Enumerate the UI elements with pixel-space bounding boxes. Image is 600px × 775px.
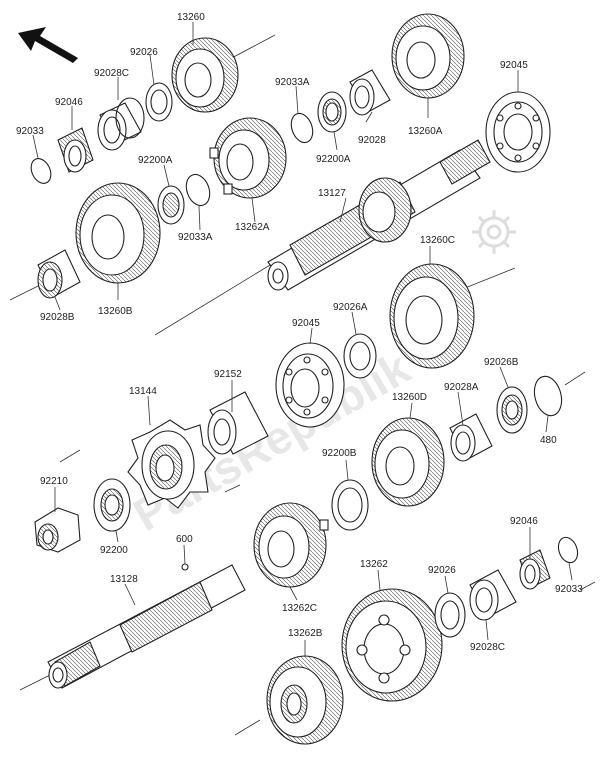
part-600-ball[interactable]	[181, 563, 189, 571]
label-92028C-2[interactable]: 92028C	[470, 642, 505, 653]
part-13144-sprocket[interactable]	[127, 419, 216, 509]
part-92028C-bushing[interactable]	[97, 97, 145, 151]
part-13262B-gear[interactable]	[266, 655, 344, 745]
label-600[interactable]: 600	[176, 534, 193, 545]
label-92026B[interactable]: 92026B	[484, 357, 519, 368]
part-13260-gear[interactable]	[171, 37, 239, 113]
label-92200A[interactable]: 92200A	[316, 154, 351, 165]
leader-lines	[32, 22, 573, 656]
label-92200B[interactable]: 92200B	[322, 448, 357, 459]
label-13262[interactable]: 13262	[360, 559, 388, 570]
label-13262C[interactable]: 13262C	[282, 603, 317, 614]
label-92046-2[interactable]: 92046	[510, 516, 538, 527]
label-92152[interactable]: 92152	[214, 369, 242, 380]
part-13260C-gear[interactable]	[389, 263, 475, 369]
label-13144[interactable]: 13144	[129, 386, 157, 397]
label-480[interactable]: 480	[540, 435, 557, 446]
label-92200[interactable]: 92200	[100, 545, 128, 556]
part-92033A-circlip-2[interactable]	[182, 171, 214, 209]
label-92028A[interactable]: 92028A	[444, 382, 479, 393]
axis-lines	[9, 34, 596, 736]
part-92200A-washer[interactable]	[317, 91, 347, 133]
part-92200-washer[interactable]	[93, 478, 131, 532]
part-13260B-gear[interactable]	[75, 182, 161, 284]
label-13260D[interactable]: 13260D	[392, 392, 427, 403]
part-92045-ball-bearing-2[interactable]	[275, 342, 345, 428]
label-92033-2[interactable]: 92033	[555, 584, 583, 595]
label-92045[interactable]: 92045	[500, 60, 528, 71]
part-92028C-bushing-2[interactable]	[469, 569, 517, 621]
part-92028B-needle-bearing[interactable]	[37, 249, 81, 299]
label-13262A[interactable]: 13262A	[235, 222, 270, 233]
part-92026B-washer[interactable]	[496, 386, 528, 434]
label-92026A[interactable]: 92026A	[333, 302, 368, 313]
part-92026-washer-2[interactable]	[434, 592, 466, 638]
label-92028B[interactable]: 92028B	[40, 312, 75, 323]
part-480-circlip[interactable]	[530, 373, 565, 418]
part-13262C-gear[interactable]	[253, 502, 329, 588]
label-13260[interactable]: 13260	[177, 12, 205, 23]
label-92026[interactable]: 92026	[130, 47, 158, 58]
label-92200A-2[interactable]: 92200A	[138, 155, 173, 166]
part-92200A-washer-2[interactable]	[157, 185, 185, 225]
label-13128[interactable]: 13128	[110, 574, 138, 585]
part-92033-circlip[interactable]	[27, 155, 54, 186]
label-13260C[interactable]: 13260C	[420, 235, 455, 246]
part-92026A-washer[interactable]	[343, 333, 377, 379]
label-13262B[interactable]: 13262B	[288, 628, 323, 639]
part-13128-drive-shaft[interactable]	[47, 564, 246, 689]
part-labels: 13260 92026 92028C 92046 92033 92033A 92…	[16, 12, 583, 653]
watermark-gear-icon	[472, 210, 516, 254]
part-92033A-circlip[interactable]	[287, 110, 316, 145]
part-92028A-bushing[interactable]	[449, 413, 493, 462]
part-92046-needle-bearing[interactable]	[57, 127, 94, 173]
label-92033A[interactable]: 92033A	[275, 77, 310, 88]
part-13127-countershaft[interactable]	[267, 139, 491, 291]
part-92152-collar[interactable]	[207, 391, 269, 455]
part-92033-circlip-2[interactable]	[555, 535, 581, 566]
part-92045-ball-bearing[interactable]	[485, 91, 551, 173]
label-92045-2[interactable]: 92045	[292, 318, 320, 329]
label-92028[interactable]: 92028	[358, 135, 386, 146]
label-92046[interactable]: 92046	[55, 97, 83, 108]
part-92046-needle-bearing-2[interactable]	[519, 549, 551, 590]
part-13262A-gear[interactable]	[209, 117, 287, 199]
part-92200B-washer[interactable]	[331, 479, 369, 531]
label-92026-2[interactable]: 92026	[428, 565, 456, 576]
part-92210-nut[interactable]	[34, 507, 81, 553]
label-13260B[interactable]: 13260B	[98, 306, 133, 317]
label-92033[interactable]: 92033	[16, 126, 44, 137]
label-13127[interactable]: 13127	[318, 188, 346, 199]
part-13260A-gear[interactable]	[391, 13, 465, 99]
part-13260D-gear[interactable]	[371, 417, 445, 507]
label-92028C[interactable]: 92028C	[94, 68, 129, 79]
label-92033A-2[interactable]: 92033A	[178, 232, 213, 243]
label-13260A[interactable]: 13260A	[408, 126, 443, 137]
label-92210[interactable]: 92210	[40, 476, 68, 487]
front-arrow-icon	[18, 27, 78, 63]
part-13262-gear[interactable]	[341, 588, 443, 702]
part-92026-washer[interactable]	[145, 82, 173, 122]
part-92028-bushing[interactable]	[349, 69, 391, 116]
